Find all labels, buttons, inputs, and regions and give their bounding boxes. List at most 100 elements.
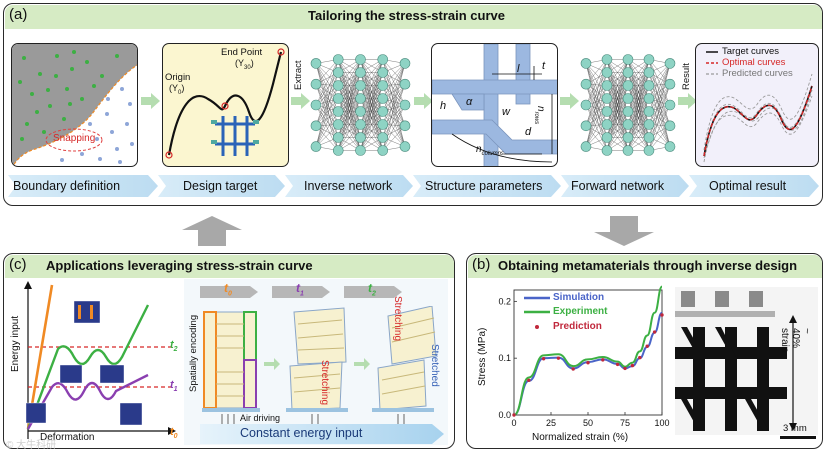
legend-predicted-curves: Predicted curves xyxy=(722,68,793,79)
network-node xyxy=(399,120,411,132)
y-tick-label: 0.0 xyxy=(498,410,511,420)
legend-simulation: Simulation xyxy=(553,292,605,303)
network-edge xyxy=(585,63,608,112)
network-edge xyxy=(648,104,671,151)
network-edge xyxy=(606,111,629,151)
network-node xyxy=(355,67,366,78)
spatially-encoding-label: Spatially encoding xyxy=(188,314,199,392)
network-edge xyxy=(627,98,650,151)
origin-y-label: (Y0) xyxy=(169,83,185,96)
network-edge xyxy=(315,72,339,106)
stretching-label-1: Stretching xyxy=(319,360,330,406)
network-node xyxy=(310,99,322,111)
network-edge xyxy=(315,98,339,147)
network-edge xyxy=(627,59,650,112)
network-node xyxy=(601,106,613,117)
network-edge xyxy=(585,98,608,126)
network-edge xyxy=(382,111,406,147)
step-ribbon-1 xyxy=(8,175,158,197)
network-node xyxy=(622,119,634,130)
prediction-point xyxy=(638,355,642,360)
extract-label: Extract xyxy=(293,60,304,90)
network-node xyxy=(643,132,655,143)
panel-a-header xyxy=(4,4,822,29)
network-edge xyxy=(338,98,361,151)
network-edge xyxy=(382,59,406,85)
actuator-sequence xyxy=(202,306,437,424)
network-edge xyxy=(360,111,383,151)
step-ribbon-2 xyxy=(158,175,285,197)
network-node xyxy=(580,78,592,90)
param-t: t xyxy=(542,60,546,72)
network-edge xyxy=(648,72,671,126)
watermark: © 大牛科研 xyxy=(6,440,57,451)
legend-swatch-prediction xyxy=(535,325,539,329)
prediction-point xyxy=(645,344,649,348)
network-node xyxy=(332,93,344,104)
chart-series xyxy=(512,285,664,417)
network-node xyxy=(601,132,613,143)
step-structure-parameters: Structure parameters xyxy=(425,179,543,193)
network-node xyxy=(377,119,389,130)
network-node xyxy=(332,106,344,117)
prediction-point xyxy=(623,366,627,371)
experiment-line xyxy=(513,285,663,416)
network-edge xyxy=(606,59,629,112)
origin-label: Origin xyxy=(165,72,191,83)
network-edge xyxy=(315,104,339,138)
network-edge xyxy=(648,104,671,138)
network-edge xyxy=(382,84,406,138)
time-t2-label: t2 xyxy=(368,281,376,298)
network-node xyxy=(601,54,613,65)
panel-a-title: Tailoring the stress-strain curve xyxy=(308,8,505,23)
network-node xyxy=(622,132,634,143)
network-node xyxy=(377,80,389,91)
network-edge xyxy=(360,98,383,151)
network-edge xyxy=(382,98,406,126)
network-edge xyxy=(606,98,629,151)
unit-cell-3d xyxy=(432,44,557,166)
network-node xyxy=(664,99,676,111)
network-node xyxy=(643,80,655,91)
network-node xyxy=(310,58,322,69)
network-edge xyxy=(382,84,406,125)
panel-a-label: (a) xyxy=(9,6,28,23)
network-edge xyxy=(315,84,339,112)
t2-marker: t2 xyxy=(170,339,178,354)
network-node xyxy=(399,58,411,69)
network-edge xyxy=(360,124,383,151)
energy-deformation-plot xyxy=(24,281,176,439)
step-forward-network: Forward network xyxy=(571,179,665,193)
time-arrows xyxy=(200,286,402,298)
inverse-network-diagram xyxy=(310,54,411,156)
network-edge xyxy=(648,84,671,138)
network-edge xyxy=(648,72,671,106)
network-node xyxy=(377,93,389,104)
scale-bar xyxy=(780,436,816,439)
prediction-point xyxy=(630,363,635,368)
network-edge xyxy=(585,125,608,151)
network-edge xyxy=(585,104,608,151)
network-edge xyxy=(315,63,339,112)
network-node xyxy=(310,141,322,152)
network-node xyxy=(377,145,389,156)
network-edge xyxy=(382,84,406,112)
network-node xyxy=(377,54,389,65)
network-edge xyxy=(382,72,406,106)
network-node xyxy=(643,93,655,104)
sample-photo xyxy=(675,287,818,435)
end-point-label: End Point xyxy=(221,47,263,58)
network-node xyxy=(355,106,366,117)
network-edge xyxy=(627,111,650,151)
network-edge xyxy=(585,59,608,85)
network-node xyxy=(332,54,344,65)
arrow-right-icon xyxy=(678,93,697,109)
param-n-cols: ncolumns xyxy=(476,144,504,157)
network-edge xyxy=(360,59,383,86)
network-node xyxy=(399,141,411,152)
panel-c-label: (c) xyxy=(9,256,27,273)
network-node xyxy=(622,54,634,65)
network-node xyxy=(580,120,592,132)
network-edge xyxy=(338,59,361,86)
network-node xyxy=(622,80,634,91)
